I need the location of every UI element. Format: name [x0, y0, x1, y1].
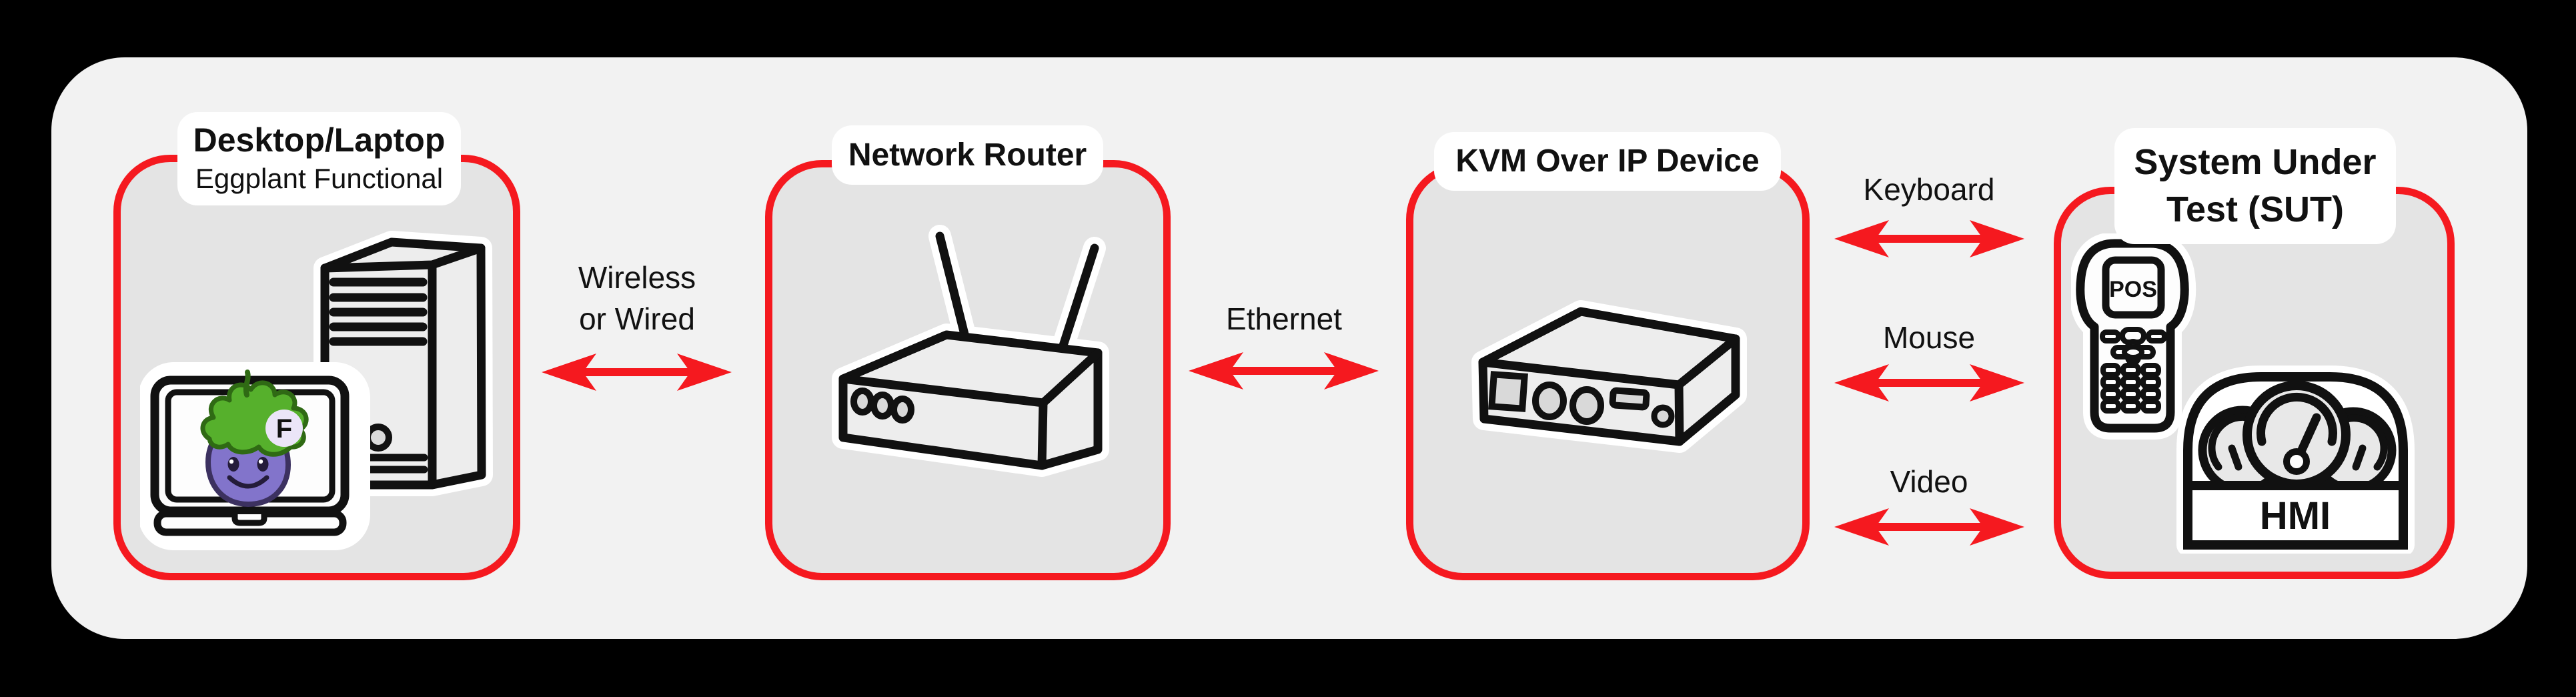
node-title: KVM Over IP Device	[1455, 143, 1760, 179]
label-kvm-over-ip: KVM Over IP Device	[1434, 132, 1781, 191]
pos-screen	[2102, 256, 2165, 319]
label-system-under-test: System Under Test (SUT)	[2114, 128, 2396, 244]
eggplant-badge-letter: F	[276, 414, 292, 444]
hmi-label: HMI	[2260, 494, 2331, 538]
connection-label-wireless-or-wired: Wireless or Wired	[578, 260, 696, 336]
arrow-keyboard	[1834, 219, 2024, 259]
router-antenna-right	[1059, 243, 1099, 350]
kvm-front-ports	[1488, 371, 1675, 428]
tower-power-button	[364, 424, 392, 452]
arrow-wireless-or-wired	[542, 352, 732, 392]
hmi-base	[2183, 481, 2408, 550]
pos-screen-label: POS	[2109, 277, 2157, 302]
eggplant-f-badge	[265, 410, 303, 447]
connection-label-ethernet: Ethernet	[1226, 301, 1342, 336]
arrow-video	[1834, 507, 2024, 547]
connection-label-mouse: Mouse	[1882, 320, 1976, 355]
node-title-line2: Test (SUT)	[2166, 189, 2344, 229]
tower-vents	[329, 277, 428, 346]
arrow-ethernet	[1189, 351, 1379, 391]
label-desktop-laptop: Desktop/Laptop Eggplant Functional	[177, 112, 461, 205]
connection-label-keyboard: Keyboard	[1863, 172, 1995, 207]
connection-label-video: Video	[1890, 464, 1968, 499]
hmi-gauges	[2198, 382, 2397, 486]
desktop-laptop-icon: F	[140, 231, 493, 550]
kvm-device-icon	[1471, 300, 1747, 453]
label-network-router: Network Router	[832, 125, 1103, 185]
node-title-line1: System Under	[2134, 142, 2377, 182]
pos-keypad	[2100, 363, 2161, 414]
router-antenna-left	[935, 231, 970, 341]
arrow-mouse	[1834, 363, 2024, 403]
sut-icons: POS	[2071, 233, 2415, 554]
network-router-icon	[832, 225, 1109, 477]
node-subtitle: Eggplant Functional	[195, 163, 444, 194]
node-title: Desktop/Laptop	[193, 121, 446, 159]
node-title: Network Router	[848, 137, 1087, 173]
router-ports	[850, 388, 914, 424]
